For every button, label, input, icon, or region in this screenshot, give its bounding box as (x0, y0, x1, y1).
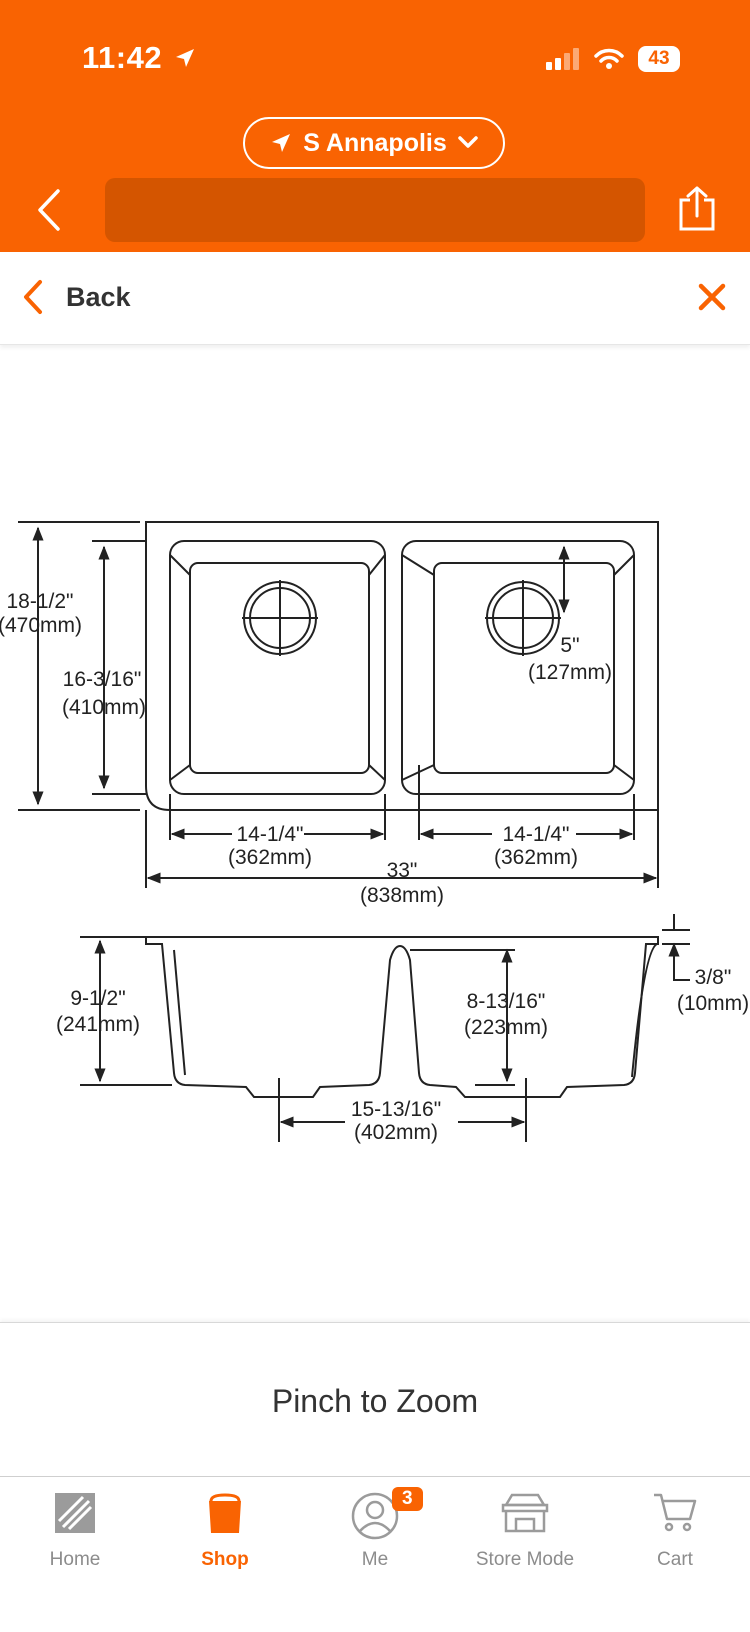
dim-left-bowl-width-mm: (362mm) (228, 846, 312, 869)
dim-overall-width-mm: (838mm) (360, 884, 444, 907)
user-icon (351, 1492, 399, 1540)
zoom-hint-panel: Pinch to Zoom (0, 1322, 750, 1477)
back-chevron-icon[interactable] (22, 279, 44, 315)
chevron-down-icon (458, 136, 478, 148)
wifi-icon (594, 48, 624, 69)
cart-icon (654, 1493, 697, 1532)
left-bowl-outline (169, 540, 386, 795)
location-arrow-icon (272, 134, 291, 152)
tab-me-label: Me (361, 1549, 389, 1570)
tab-home-label: Home (49, 1549, 101, 1570)
dim-bowl-depth: 16-3/16" (63, 668, 142, 691)
signal-icon (546, 48, 579, 70)
tab-home[interactable]: Home (0, 1477, 150, 1597)
me-notification-badge: 3 (392, 1487, 423, 1511)
status-icons: 43 (546, 46, 680, 72)
tab-cart[interactable]: Cart (600, 1477, 750, 1597)
bottom-tab-bar: Home Shop Me 3 Store Mode Cart (0, 1476, 750, 1632)
right-drain (485, 580, 561, 656)
dim-bowl-depth-mm: (410mm) (62, 696, 146, 719)
time-text: 11:42 (82, 40, 163, 75)
store-name: S Annapolis (303, 128, 447, 157)
dim-drain-offset-mm: (127mm) (528, 661, 612, 684)
image-viewer-toolbar: Back (0, 252, 750, 345)
shop-bucket-icon (209, 1493, 241, 1533)
dim-left-bowl-width: 14-1/4" (237, 823, 304, 846)
dim-total-height-mm: (241mm) (56, 1013, 140, 1036)
sink-dimension-drawing: 18-1/2" (470mm) 16-3/16" (410mm) 5" (127… (0, 521, 749, 1144)
dim-drain-spacing-mm: (402mm) (354, 1121, 438, 1144)
dim-right-bowl-width-mm: (362mm) (494, 846, 578, 869)
left-bowl-inner (189, 562, 370, 774)
dim-overall-depth-mm: (470mm) (0, 614, 82, 637)
back-button[interactable]: Back (66, 282, 131, 312)
tab-shop[interactable]: Shop (150, 1477, 300, 1597)
store-selector[interactable]: S Annapolis (243, 117, 505, 169)
dim-drain-spacing: 15-13/16" (351, 1098, 441, 1121)
dim-rim-thickness-mm: (10mm) (677, 992, 749, 1015)
dim-drain-offset: 5" (560, 634, 579, 657)
dim-rim-thickness: 3/8" (695, 966, 732, 989)
dim-right-bowl-width: 14-1/4" (503, 823, 570, 846)
dim-overall-width: 33" (387, 859, 418, 882)
pinch-to-zoom-text: Pinch to Zoom (271, 1383, 479, 1419)
close-icon[interactable] (698, 283, 726, 311)
dim-overall-depth: 18-1/2" (7, 590, 74, 613)
right-bowl-outline (401, 540, 635, 795)
tab-store-mode[interactable]: Store Mode (450, 1477, 600, 1597)
left-drain (242, 580, 318, 656)
home-depot-logo-icon (55, 1493, 95, 1533)
sink-profile-side (145, 936, 659, 1098)
search-input[interactable] (105, 178, 645, 242)
status-time: 11:42 (82, 40, 197, 76)
app-header: 11:42 43 S Annapolis (0, 0, 750, 252)
tab-store-mode-label: Store Mode (475, 1549, 575, 1570)
dim-divider-height: 8-13/16" (467, 990, 546, 1013)
right-bowl-inner (433, 562, 615, 774)
location-arrow-icon (176, 49, 195, 67)
store-icon (501, 1493, 549, 1533)
product-dimension-diagram[interactable]: 18-1/2" (470mm) 16-3/16" (410mm) 5" (127… (0, 344, 750, 1322)
sink-outline-top (145, 521, 659, 811)
dim-divider-height-mm: (223mm) (464, 1016, 548, 1039)
tab-me[interactable]: Me (300, 1477, 450, 1597)
dim-total-height: 9-1/2" (70, 987, 125, 1010)
tab-shop-label: Shop (201, 1549, 249, 1570)
back-chevron-icon[interactable] (36, 188, 62, 232)
battery-indicator: 43 (638, 46, 680, 72)
share-icon[interactable] (678, 186, 716, 232)
tab-cart-label: Cart (657, 1549, 693, 1570)
